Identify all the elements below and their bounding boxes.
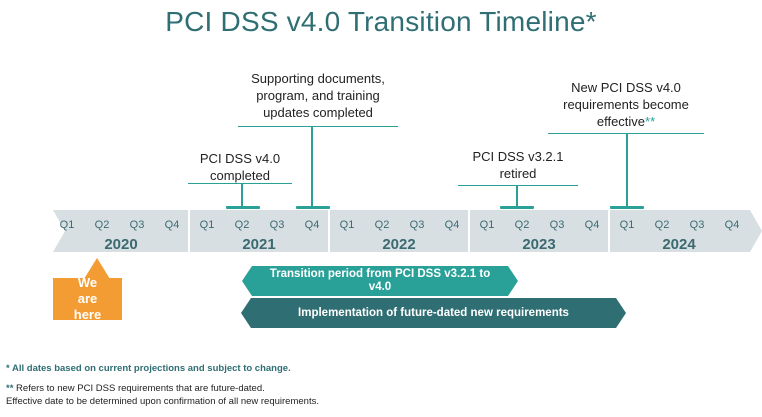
milestone-supporting-docs-stem <box>311 126 313 207</box>
milestone-supporting-docs-text: Supporting documents, program, and train… <box>251 71 385 120</box>
year-label: 2024 <box>662 236 696 253</box>
milestone-supporting-docs: Supporting documents, program, and train… <box>238 70 398 121</box>
year-label: 2021 <box>242 236 276 253</box>
quarter-label: Q4 <box>444 219 460 231</box>
milestone-v40-completed-marker <box>226 206 260 209</box>
quarter-label: Q1 <box>199 219 215 231</box>
quarter-label: Q1 <box>59 219 75 231</box>
quarter-label: Q2 <box>374 219 390 231</box>
quarter-label: Q3 <box>549 219 565 231</box>
footnote-future-dated-text: Refers to new PCI DSS requirements that … <box>13 383 265 394</box>
quarter-label: Q1 <box>339 219 355 231</box>
milestone-v321-retired-line <box>458 185 578 186</box>
transition-period-label: Transition period from PCI DSS v3.2.1 to… <box>269 268 491 293</box>
timeline-band <box>53 210 762 252</box>
milestone-v40-completed-stem <box>241 183 243 207</box>
footnote-dates: * All dates based on current projections… <box>6 363 291 374</box>
page-title: PCI DSS v4.0 Transition Timeline* <box>165 6 597 37</box>
quarter-label: Q4 <box>584 219 600 231</box>
milestone-new-reqs-marker: ** <box>645 114 656 129</box>
footnote-effective-date: Effective date to be determined upon con… <box>6 396 319 407</box>
milestone-v321-retired-marker <box>500 206 534 209</box>
we-are-here-pointer-shape <box>84 258 110 279</box>
footnote-future-dated: ** Refers to new PCI DSS requirements th… <box>6 383 265 394</box>
milestone-v321-retired-stem <box>516 185 518 207</box>
implementation-bar <box>241 298 626 328</box>
quarter-label: Q1 <box>619 219 635 231</box>
quarter-label: Q2 <box>514 219 530 231</box>
milestone-supporting-docs-marker <box>296 206 330 209</box>
implementation-shape <box>241 298 626 328</box>
quarter-label: Q3 <box>409 219 425 231</box>
year-label: 2022 <box>382 236 416 253</box>
quarter-label: Q2 <box>654 219 670 231</box>
milestone-v40-completed: PCI DSS v4.0 completed <box>188 150 292 184</box>
milestone-supporting-docs-line <box>238 126 398 127</box>
implementation-label: Implementation of future-dated new requi… <box>298 307 569 319</box>
quarter-label: Q2 <box>94 219 110 231</box>
quarter-label: Q3 <box>269 219 285 231</box>
footnote-marker: ** <box>6 383 14 394</box>
year-label: 2023 <box>522 236 556 253</box>
milestone-v40-completed-text: PCI DSS v4.0 completed <box>199 151 281 183</box>
we-are-here-badge: We are here <box>53 275 122 322</box>
quarter-label: Q1 <box>479 219 495 231</box>
milestone-new-reqs-effective-text: New PCI DSS v4.0 requirements become eff… <box>563 80 689 129</box>
footnote-dates-text: * All dates based on current projections… <box>6 363 291 374</box>
milestone-v321-retired: PCI DSS v3.2.1 retired <box>458 148 578 182</box>
quarter-label: Q4 <box>304 219 320 231</box>
transition-period-shape <box>242 266 518 296</box>
we-are-here-text: We are here <box>73 275 102 322</box>
year-label: 2020 <box>104 236 138 253</box>
quarter-label: Q3 <box>129 219 145 231</box>
footnote-effective-date-text: Effective date to be determined upon con… <box>6 396 319 407</box>
quarter-label: Q4 <box>724 219 740 231</box>
transition-period-bar <box>242 266 518 296</box>
we-are-here-pointer <box>84 258 110 279</box>
milestone-new-reqs-effective-marker <box>610 206 644 209</box>
milestone-new-reqs-effective-stem <box>626 133 628 207</box>
milestone-v321-retired-text: PCI DSS v3.2.1 retired <box>472 149 564 181</box>
timeline-band-shape <box>53 210 762 252</box>
milestone-new-reqs-effective: New PCI DSS v4.0 requirements become eff… <box>548 79 704 130</box>
milestone-v40-completed-line <box>188 183 292 184</box>
quarter-label: Q4 <box>164 219 180 231</box>
quarter-label: Q3 <box>689 219 705 231</box>
quarter-label: Q2 <box>234 219 250 231</box>
